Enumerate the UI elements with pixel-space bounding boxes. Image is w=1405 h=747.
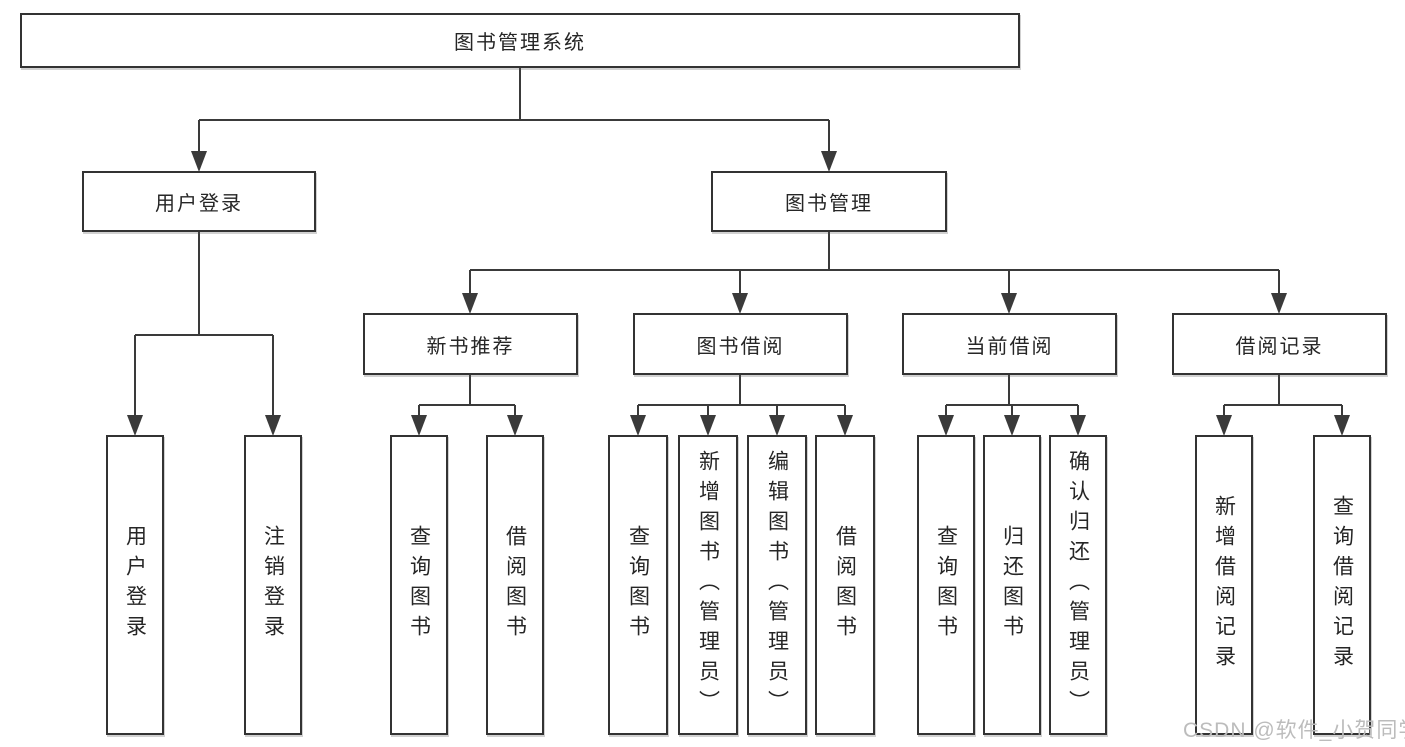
node-book-borrow: 图书借阅 [633,313,848,375]
node-current-borrow: 当前借阅 [902,313,1117,375]
node-label: 注销登录 [261,525,285,645]
node-label: 查询图书 [934,525,958,645]
node-label: 新书推荐 [426,335,515,358]
leaf-query-books-recommend: 查询图书 [390,435,448,735]
node-label: 新增图书（管理员） [696,450,720,720]
node-new-book-recommend: 新书推荐 [363,313,578,375]
node-label: 新增借阅记录 [1212,495,1236,675]
leaf-borrow-books-recommend: 借阅图书 [486,435,544,735]
leaf-return-book: 归还图书 [983,435,1041,735]
leaf-logout: 注销登录 [244,435,302,735]
csdn-watermark: CSDN @软件_小贺同学 [1183,719,1405,742]
node-label: 查询借阅记录 [1330,495,1354,675]
node-label: 查询图书 [626,525,650,645]
node-root-system: 图书管理系统 [20,13,1020,68]
leaf-add-book-admin: 新增图书（管理员） [678,435,738,735]
node-label: 用户登录 [123,525,147,645]
node-label: 确认归还（管理员） [1066,450,1090,720]
node-label: 图书管理系统 [454,32,586,54]
node-label: 图书借阅 [696,335,785,358]
leaf-confirm-return-admin: 确认归还（管理员） [1049,435,1107,735]
node-label: 编辑图书（管理员） [765,450,789,720]
leaf-query-borrow-record: 查询借阅记录 [1313,435,1371,735]
leaf-query-books-current: 查询图书 [917,435,975,735]
node-label: 归还图书 [1000,525,1024,645]
leaf-borrow-books: 借阅图书 [815,435,875,735]
leaf-add-borrow-record: 新增借阅记录 [1195,435,1253,735]
leaf-user-login: 用户登录 [106,435,164,735]
node-book-management: 图书管理 [711,171,947,232]
node-label: 借阅图书 [833,525,857,645]
node-label: 借阅图书 [503,525,527,645]
leaf-query-books-borrow: 查询图书 [608,435,668,735]
leaf-edit-book-admin: 编辑图书（管理员） [747,435,807,735]
node-label: 当前借阅 [965,335,1054,358]
node-label: 查询图书 [407,525,431,645]
node-user-login: 用户登录 [82,171,316,232]
node-label: 用户登录 [155,193,243,215]
node-borrow-records: 借阅记录 [1172,313,1387,375]
node-label: 借阅记录 [1235,335,1324,358]
node-label: 图书管理 [785,193,873,215]
